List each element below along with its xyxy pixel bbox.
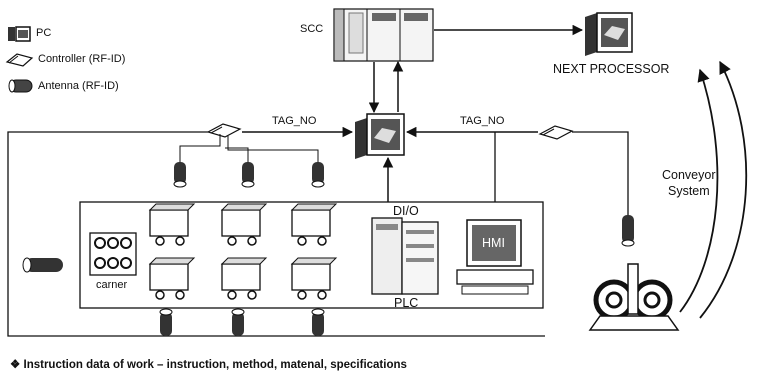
scc-unit xyxy=(333,8,434,62)
legend-controller-icon xyxy=(5,53,34,67)
scc-label: SCC xyxy=(300,23,324,35)
tag-no-left-label: TAG_NO xyxy=(272,115,317,127)
machines xyxy=(148,203,338,300)
dio-label: DI/O xyxy=(393,204,419,218)
conveyor-system xyxy=(588,263,680,331)
hmi-computer xyxy=(456,219,534,295)
system-label: System xyxy=(668,184,710,198)
next-processor-pc xyxy=(585,12,633,56)
conveyor-antenna xyxy=(621,215,635,247)
central-pc xyxy=(355,113,405,159)
legend-antenna-label: Antenna (RF-ID) xyxy=(38,80,119,92)
hmi-label: HMI xyxy=(482,236,505,250)
legend-pc-label: PC xyxy=(36,27,52,39)
legend-antenna-icon xyxy=(8,79,33,93)
plc-label: PLC xyxy=(394,296,419,310)
carrier-label: carner xyxy=(96,279,128,291)
next-processor-label: NEXT PROCESSOR xyxy=(553,62,670,76)
caption: ❖ Instruction data of work – instruction… xyxy=(10,359,407,371)
plc xyxy=(371,217,439,295)
tag-no-right-label: TAG_NO xyxy=(460,115,505,127)
legend-controller-label: Controller (RF-ID) xyxy=(38,53,126,65)
left-controller xyxy=(206,123,242,138)
legend-pc-icon xyxy=(8,26,31,42)
bottom-antennas xyxy=(159,308,325,336)
conveyor-label: Conveyor xyxy=(662,168,716,182)
top-antennas xyxy=(173,162,325,188)
carrier xyxy=(89,232,137,276)
left-antenna xyxy=(22,257,63,273)
right-controller xyxy=(538,125,574,140)
